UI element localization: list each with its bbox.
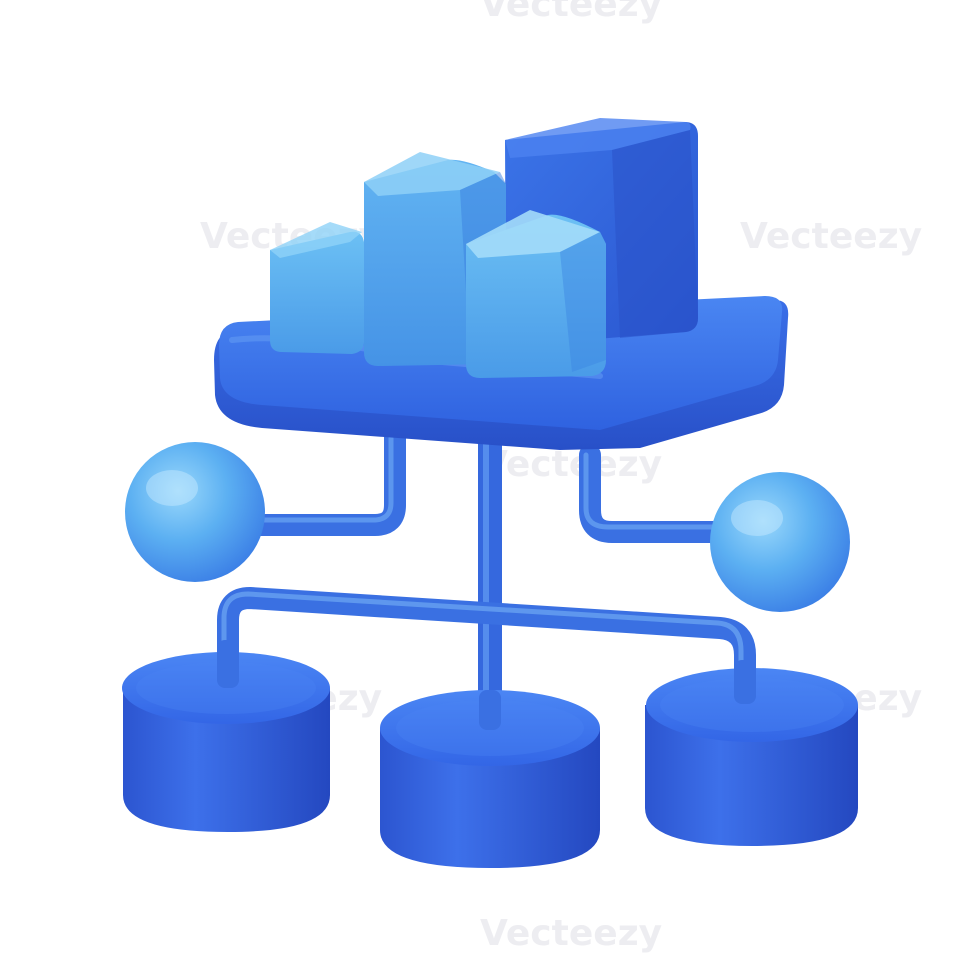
bar-chart-blocks: [270, 118, 698, 378]
watermark-text-7: Vecteezy: [480, 913, 662, 954]
bar-front-right: [466, 210, 606, 378]
bar-left-short: [270, 222, 364, 354]
node-cylinder-left: [122, 652, 330, 832]
node-sphere-left: [125, 442, 265, 582]
watermark-text-3: Vecteezy: [480, 0, 662, 25]
node-cylinder-right: [645, 668, 858, 846]
connector-pipes: [217, 424, 756, 724]
pipe-endcaps: [217, 640, 756, 730]
watermark-text-2: Vecteezy: [740, 216, 922, 257]
node-sphere-right: [710, 472, 850, 612]
watermark-text-4: Vecteezy: [480, 444, 662, 485]
